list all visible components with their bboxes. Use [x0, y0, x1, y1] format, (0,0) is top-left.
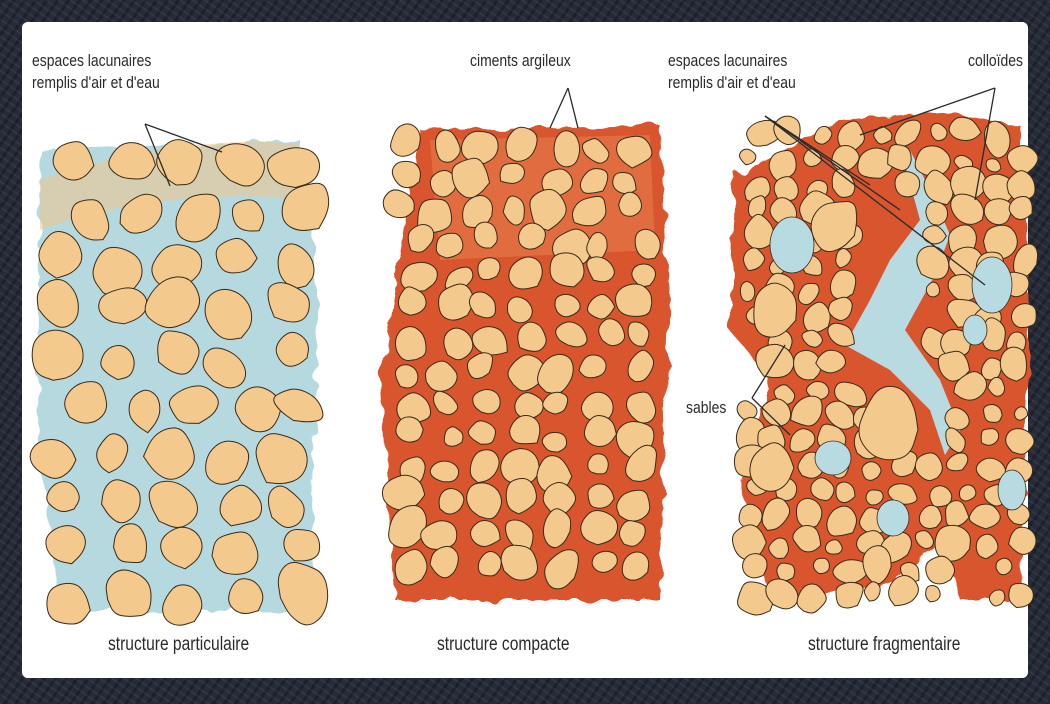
caption-fragmentaire: structure fragmentaire [808, 634, 960, 656]
particulaire-label-espaces: espaces lacunaires [32, 50, 151, 72]
caption-compacte: structure compacte [437, 634, 569, 656]
compacte-grain [553, 130, 580, 167]
fragmentaire-label-sables: sables [686, 397, 726, 419]
caption-particulaire: structure particulaire [108, 634, 249, 656]
fragmentaire-grain [923, 584, 942, 604]
particulaire-panel [29, 124, 341, 634]
fragmentaire-label-espaces: espaces lacunaires [668, 50, 787, 72]
compacte-pointer-lines [550, 88, 578, 128]
compacte-label-ciments: ciments argileux [470, 50, 571, 72]
fragmentaire-panel [730, 88, 1042, 624]
particulaire-label-remplis: remplis d'air et d'eau [32, 72, 160, 94]
fragmentaire-label-remplis: remplis d'air et d'eau [668, 72, 796, 94]
fragmentaire-label-colloides: colloïdes [968, 50, 1023, 72]
compacte-panel [379, 88, 668, 600]
fragmentaire-grain [738, 148, 758, 167]
